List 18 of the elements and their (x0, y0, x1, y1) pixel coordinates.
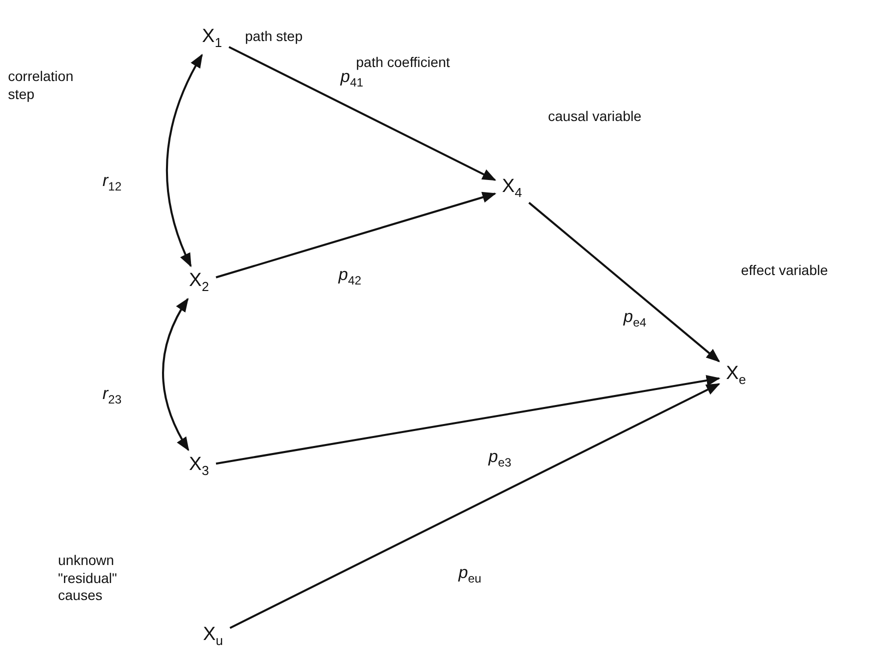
variable-label: X$_{e}$ (722, 362, 750, 389)
variable-label: X$_{3}$ (185, 452, 213, 480)
double-headed-arrow (162, 298, 190, 452)
annotation-text: unknown "residual" causes (58, 552, 118, 604)
annotation-text: effect variable (741, 262, 828, 280)
variable-label: X$_{2}$ (185, 268, 213, 296)
arrow (230, 383, 720, 629)
arrow (528, 202, 720, 362)
annotation-text: path step (245, 28, 303, 46)
annotation-text: correlation step (8, 68, 74, 103)
arrow (216, 374, 720, 465)
annotation-text: causal variable (548, 108, 642, 126)
variable-label: X$_{1}$ (198, 24, 226, 52)
variable-label: X$_{4}$ (498, 174, 526, 202)
variable-label: X$_{u}$ (199, 622, 227, 650)
double-headed-arrow (166, 54, 203, 268)
arrow (216, 192, 496, 278)
arrow (228, 46, 496, 181)
